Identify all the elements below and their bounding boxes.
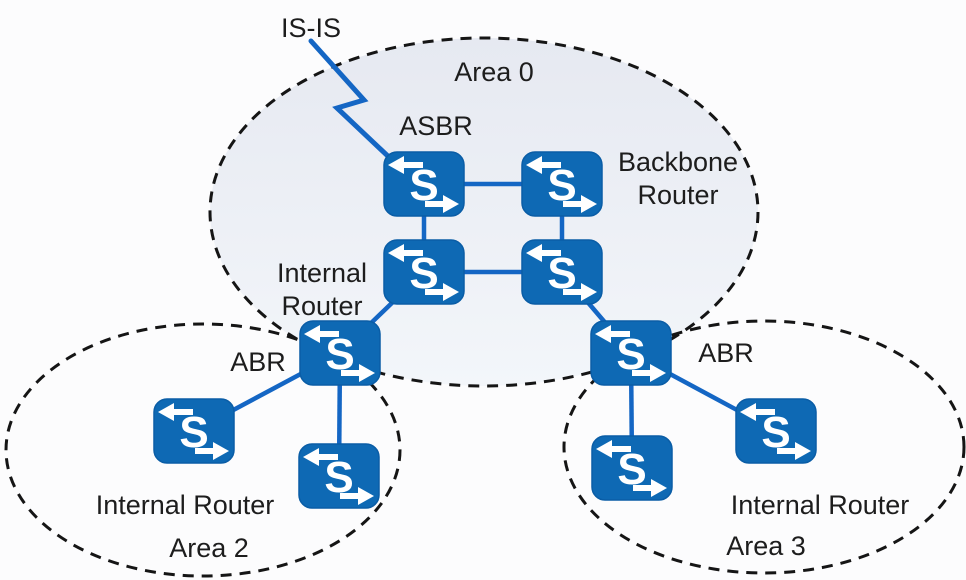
arrow-left-icon [388,156,423,174]
arrow-left-icon [526,156,561,174]
arrow-left-icon [388,244,423,262]
router-icon-area3-internal-2: S [735,398,817,464]
internal-router-area0-label-line1: Internal [276,258,368,288]
arrow-left-icon [303,448,338,466]
router-icon-asbr: S [383,151,465,217]
asbr-label: ASBR [399,111,473,141]
arrow-right-icon [777,442,811,460]
internal-router-area3-label: Internal Router [730,490,910,520]
arrow-right-icon [633,479,667,497]
area2-ellipse [4,322,402,578]
area0-label: Area 0 [454,57,534,87]
router-icon-internal-left: S [383,239,465,305]
backbone-router-label: Backbone Router [618,146,738,212]
arrow-right-icon [425,283,459,301]
arrow-right-icon [195,442,229,460]
arrow-left-icon [740,403,775,421]
router-icon-area2-internal-1: S [153,398,235,464]
router-icon-abr-left: S [299,320,381,386]
abr-right-label: ABR [698,338,754,368]
router-icon-backbone: S [521,151,603,217]
arrow-left-icon [304,325,339,343]
isis-link-bolt [308,38,395,163]
arrow-left-icon [596,440,631,458]
backbone-router-label-line1: Backbone [617,147,739,177]
area0-ellipse [208,36,760,388]
router-icon-area3-internal-1: S [591,435,673,501]
internal-router-area0-label: Internal Router [277,257,367,323]
internal-router-area2-label: Internal Router [95,490,275,520]
area2-label: Area 2 [169,533,249,563]
router-icon-abr-right: S [590,320,672,386]
arrow-right-icon [341,364,375,382]
area3-label: Area 3 [726,531,806,561]
arrow-left-icon [158,403,193,421]
arrow-right-icon [340,487,374,505]
abr-left-label: ABR [230,347,286,377]
arrow-left-icon [526,244,561,262]
arrow-left-icon [595,325,630,343]
arrow-right-icon [563,195,597,213]
router-icon-area2-internal-2: S [298,443,380,509]
isis-label: IS-IS [280,13,342,43]
arrow-right-icon [425,195,459,213]
arrow-right-icon [563,283,597,301]
router-icon-internal-right: S [521,239,603,305]
area3-ellipse [562,319,966,575]
backbone-router-label-line2: Router [637,180,719,210]
internal-router-area0-label-line2: Router [281,291,363,321]
arrow-right-icon [632,364,666,382]
